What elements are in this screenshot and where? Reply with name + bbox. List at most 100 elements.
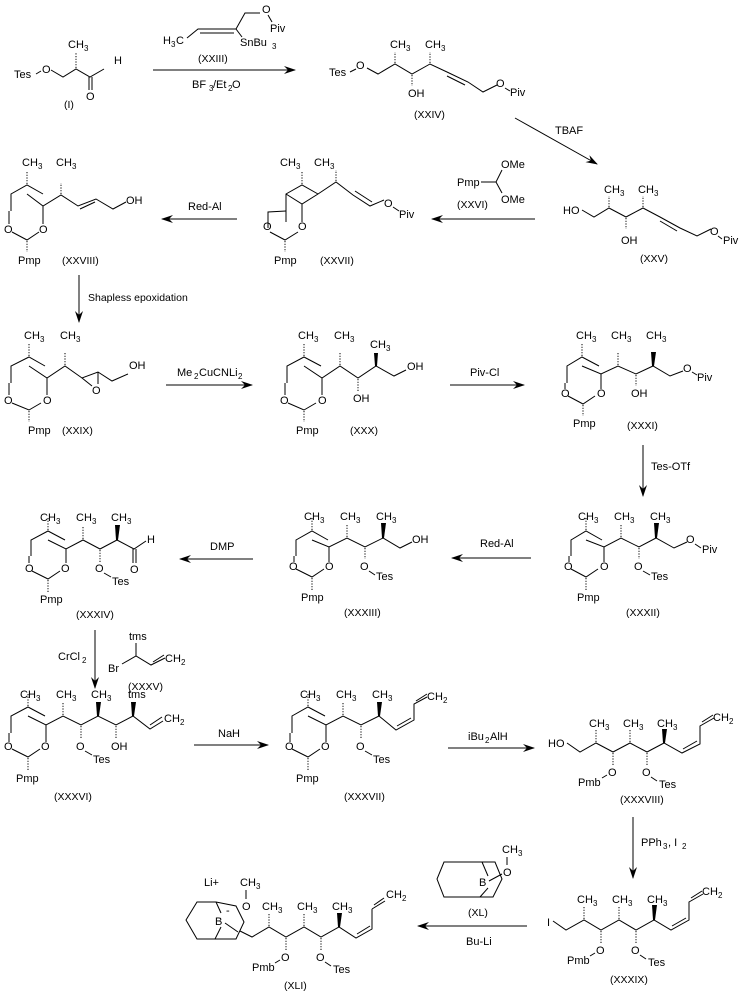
charge-minus: - — [226, 905, 230, 917]
sub: 2 — [238, 372, 243, 381]
o-label: O — [298, 221, 307, 233]
oh-label: OH — [407, 361, 424, 373]
ch3-label: CH — [647, 894, 663, 906]
sub-3: 3 — [356, 516, 361, 525]
sub-3: 3 — [627, 335, 632, 344]
reagent-tes-otf: Tes-OTf — [651, 461, 691, 473]
reagent-tbaf: TBAF — [555, 125, 583, 137]
reagent-piv-cl: Piv-Cl — [470, 367, 499, 379]
compound-label: (XXXVII) — [344, 791, 385, 803]
ch3-label: CH — [76, 512, 92, 524]
tes-label: Tes — [329, 67, 347, 79]
c-label: C — [176, 35, 184, 47]
tes-label: Tes — [651, 571, 669, 583]
ch2-label: CH — [165, 653, 181, 665]
sub-3: 3 — [654, 189, 659, 198]
o-label: O — [280, 395, 289, 407]
oh-label: OH — [111, 741, 128, 753]
o-label: O — [4, 224, 13, 236]
reagent-nah: NaH — [218, 728, 240, 740]
ch3-label: CH — [604, 184, 620, 196]
sub-3: 3 — [348, 906, 353, 915]
ch3-label: CH — [390, 39, 406, 51]
tes-label: Tes — [376, 571, 394, 583]
o-label: O — [285, 741, 294, 753]
ch3-label: CH — [22, 157, 38, 169]
sub-3: 3 — [272, 42, 277, 51]
sub-3: 3 — [388, 694, 393, 703]
sub: 3 — [209, 84, 214, 93]
ch3-label: CH — [370, 339, 386, 351]
sub: 2 — [82, 656, 87, 665]
compound-label: (XXXVIII) — [620, 794, 664, 806]
ch2-label: CH — [702, 886, 718, 898]
piv-label: Piv — [510, 87, 526, 99]
compound-label: (XL) — [468, 907, 488, 919]
pmp-label: Pmp — [296, 425, 319, 437]
sub-3: 3 — [605, 723, 610, 732]
ch3-label: CH — [24, 330, 40, 342]
o-label: O — [318, 395, 327, 407]
compound-label: (XXXIX) — [610, 974, 648, 986]
sub-3: 3 — [594, 516, 599, 525]
compound-label: (XXX) — [350, 425, 378, 437]
sub-3: 3 — [441, 44, 446, 53]
sub-3: 3 — [352, 694, 357, 703]
ch3-label: CH — [300, 689, 316, 701]
reagent-sharpless: Shapless epoxidation — [88, 292, 188, 304]
oh-label: OH — [412, 534, 429, 546]
li-label: Li+ — [204, 877, 219, 889]
compound-label: (XLI) — [284, 980, 307, 992]
reagent-text: /Et — [213, 79, 226, 91]
piv-label: Piv — [723, 235, 739, 247]
ch3-label: CH — [372, 689, 388, 701]
ch3-label: CH — [332, 901, 348, 913]
sub-3: 3 — [296, 162, 301, 171]
compound-label: (XXVIII) — [62, 255, 99, 267]
pmp-label: Pmp — [573, 418, 596, 430]
o-label: O — [356, 741, 365, 753]
sub-3: 3 — [278, 906, 283, 915]
tms-label: tms — [128, 689, 146, 701]
compound-label: (XXXIII) — [344, 607, 381, 619]
o-label: O — [360, 561, 369, 573]
ch3-label: CH — [60, 330, 76, 342]
ch3-label: CH — [611, 330, 627, 342]
oh-label: OH — [126, 195, 143, 207]
o-label: O — [608, 767, 617, 779]
reaction-arrow — [514, 117, 598, 165]
reagent-buli: Bu-Li — [466, 936, 492, 948]
piv-label: Piv — [697, 372, 713, 384]
sub-2: 2 — [729, 717, 734, 726]
ch3-label: CH — [40, 512, 56, 524]
compound-label: (XXXVI) — [54, 791, 92, 803]
sub-2: 2 — [181, 658, 186, 667]
sub-3: 3 — [76, 335, 81, 344]
tes-label: Tes — [333, 964, 351, 976]
piv-label: Piv — [702, 544, 718, 556]
reagent-red-al: Red-Al — [480, 538, 514, 550]
sub-3: 3 — [36, 694, 41, 703]
o-label: O — [76, 741, 85, 753]
sub-3: 3 — [316, 694, 321, 703]
o-label: O — [384, 198, 393, 210]
sub-3: 3 — [92, 517, 97, 526]
tes-label: Tes — [93, 754, 111, 766]
o-label: O — [281, 952, 290, 964]
ch3-label: CH — [334, 330, 350, 342]
sub: 2 — [682, 842, 687, 851]
ch3-label: CH — [646, 330, 662, 342]
sub-3: 3 — [320, 516, 325, 525]
o-label: O — [86, 91, 95, 103]
compound-XXVI: Pmp OMe OMe (XXVI) — [457, 159, 525, 211]
sub-3: 3 — [72, 162, 77, 171]
o-label: O — [4, 741, 13, 753]
